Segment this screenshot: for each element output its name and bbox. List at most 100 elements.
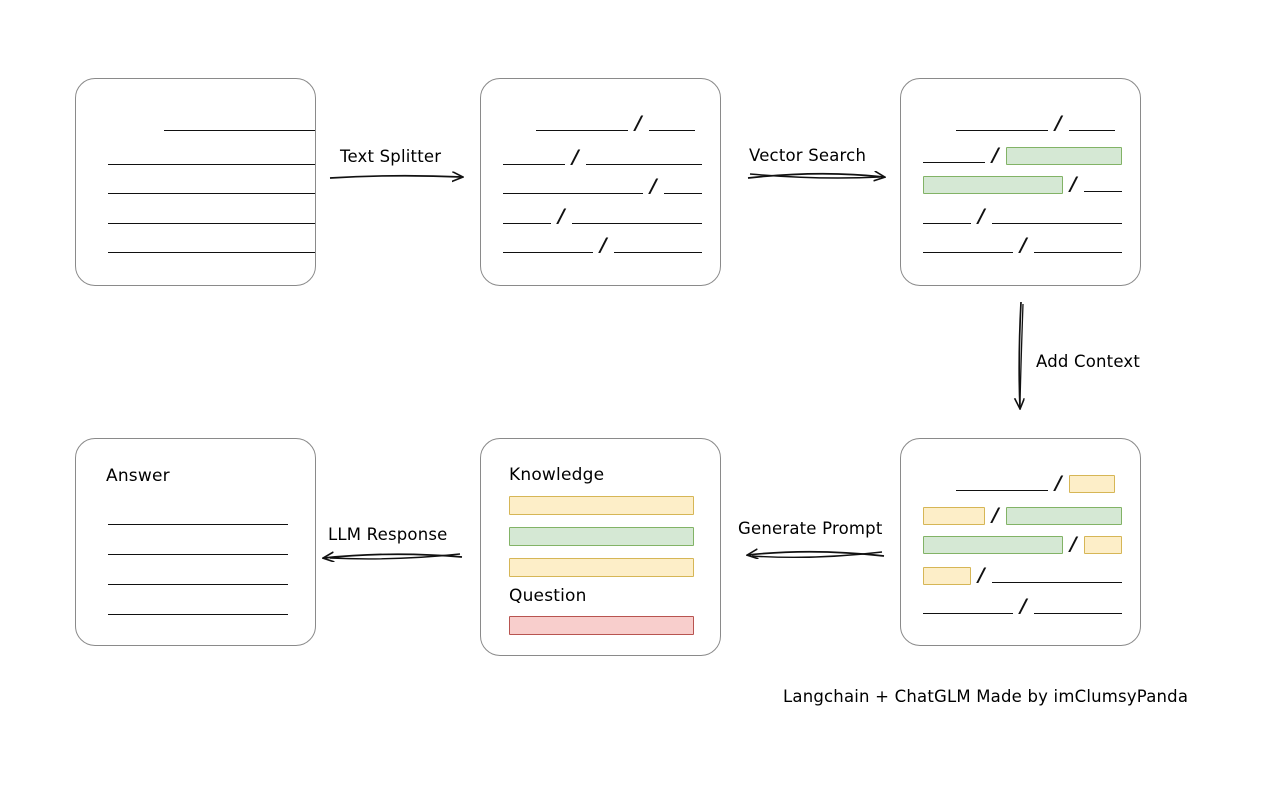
segment-slash: / xyxy=(992,144,999,166)
arrow-label-generate-prompt: Generate Prompt xyxy=(738,519,883,538)
arrow-text-splitter xyxy=(329,176,462,178)
question-bar xyxy=(509,616,694,635)
box-matched-chunks: / / / / / xyxy=(900,78,1141,286)
segment-chip-green xyxy=(923,176,1063,194)
segment-line xyxy=(1033,241,1122,253)
question-heading: Question xyxy=(509,586,587,606)
box-context-chunks: / / / / / xyxy=(900,438,1141,646)
doc-row xyxy=(108,151,315,165)
chunk-row: / xyxy=(923,472,1140,494)
segment-line xyxy=(1033,602,1122,614)
chunk-row: / xyxy=(923,535,1140,554)
segment-line xyxy=(585,153,702,165)
segment-slash: / xyxy=(1055,472,1062,494)
split-chunks-lines: / / / / / xyxy=(481,79,720,285)
segment-line xyxy=(108,212,315,224)
segment-line xyxy=(108,543,288,555)
doc-row xyxy=(108,180,315,194)
segment-slash: / xyxy=(572,146,579,168)
box-prompt: Knowledge Question xyxy=(480,438,721,656)
answer-row xyxy=(108,541,315,555)
arrow-label-llm-response: LLM Response xyxy=(328,525,448,544)
segment-line xyxy=(108,603,288,615)
segment-line xyxy=(503,212,551,224)
chunk-row: / xyxy=(923,173,1140,195)
chunk-row: / xyxy=(503,234,720,256)
chunk-row: / xyxy=(923,144,1140,166)
knowledge-bar xyxy=(509,527,694,546)
segment-slash: / xyxy=(1020,595,1027,617)
segment-line xyxy=(108,513,288,525)
doc-row xyxy=(108,210,315,224)
chunk-row: / xyxy=(503,175,720,197)
arrow-add-context xyxy=(1019,301,1023,408)
segment-line xyxy=(956,479,1048,491)
chunk-row: / xyxy=(503,205,720,227)
arrow-label-text-splitter: Text Splitter xyxy=(340,147,442,166)
segment-line xyxy=(648,119,695,131)
chunk-row: / xyxy=(923,205,1140,227)
matched-chunks-lines: / / / / / xyxy=(901,79,1140,285)
segment-line xyxy=(956,119,1048,131)
segment-chip-green xyxy=(1005,507,1122,525)
segment-line xyxy=(503,241,593,253)
segment-line xyxy=(923,151,985,163)
segment-slash: / xyxy=(978,205,985,227)
segment-chip-yellow xyxy=(1068,475,1115,493)
segment-line xyxy=(503,153,565,165)
segment-slash: / xyxy=(1020,234,1027,256)
segment-slash: / xyxy=(650,175,657,197)
arrow-label-add-context: Add Context xyxy=(1036,352,1141,371)
chunk-row: / xyxy=(923,234,1140,256)
answer-row xyxy=(108,511,315,525)
answer-row xyxy=(108,601,315,615)
doc-row xyxy=(108,239,315,253)
segment-line xyxy=(923,602,1013,614)
segment-line xyxy=(991,571,1122,583)
box-answer: Answer xyxy=(75,438,316,646)
segment-chip-yellow xyxy=(923,567,971,585)
knowledge-bar xyxy=(509,558,694,577)
chunk-row: / xyxy=(503,146,720,168)
segment-line xyxy=(663,182,702,194)
segment-slash: / xyxy=(992,504,999,526)
segment-chip-yellow xyxy=(923,507,985,525)
segment-slash: / xyxy=(1070,173,1077,195)
segment-slash: / xyxy=(600,234,607,256)
context-chunks-lines: / / / / / xyxy=(901,439,1140,645)
arrow-label-vector-search: Vector Search xyxy=(749,146,867,165)
segment-line xyxy=(108,241,315,253)
segment-slash: / xyxy=(978,564,985,586)
doc-row xyxy=(108,117,315,131)
segment-line xyxy=(108,153,315,165)
box-split-chunks: / / / / / xyxy=(480,78,721,286)
segment-slash: / xyxy=(1055,112,1062,134)
chunk-row: / xyxy=(923,504,1140,526)
answer-heading: Answer xyxy=(106,466,170,486)
chunk-row: / xyxy=(923,564,1140,586)
arrow-llm-response xyxy=(324,554,463,559)
chunk-row: / xyxy=(923,112,1140,134)
segment-line xyxy=(923,241,1013,253)
chunk-row: / xyxy=(923,595,1140,617)
segment-chip-green xyxy=(923,536,1063,554)
segment-line xyxy=(108,573,288,585)
arrow-vector-search xyxy=(747,174,884,178)
segment-line xyxy=(571,212,702,224)
segment-line xyxy=(1068,119,1115,131)
answer-row xyxy=(108,571,315,585)
segment-slash: / xyxy=(635,112,642,134)
segment-line xyxy=(1083,180,1122,192)
segment-line xyxy=(536,119,628,131)
chunk-row: / xyxy=(503,112,720,134)
segment-line xyxy=(108,182,315,194)
segment-line xyxy=(164,119,315,131)
box-source-document xyxy=(75,78,316,286)
knowledge-bar xyxy=(509,496,694,515)
segment-slash: / xyxy=(558,205,565,227)
segment-chip-green xyxy=(1005,147,1122,165)
arrow-generate-prompt xyxy=(748,552,885,558)
source-document-lines xyxy=(76,79,315,285)
segment-line xyxy=(923,212,971,224)
